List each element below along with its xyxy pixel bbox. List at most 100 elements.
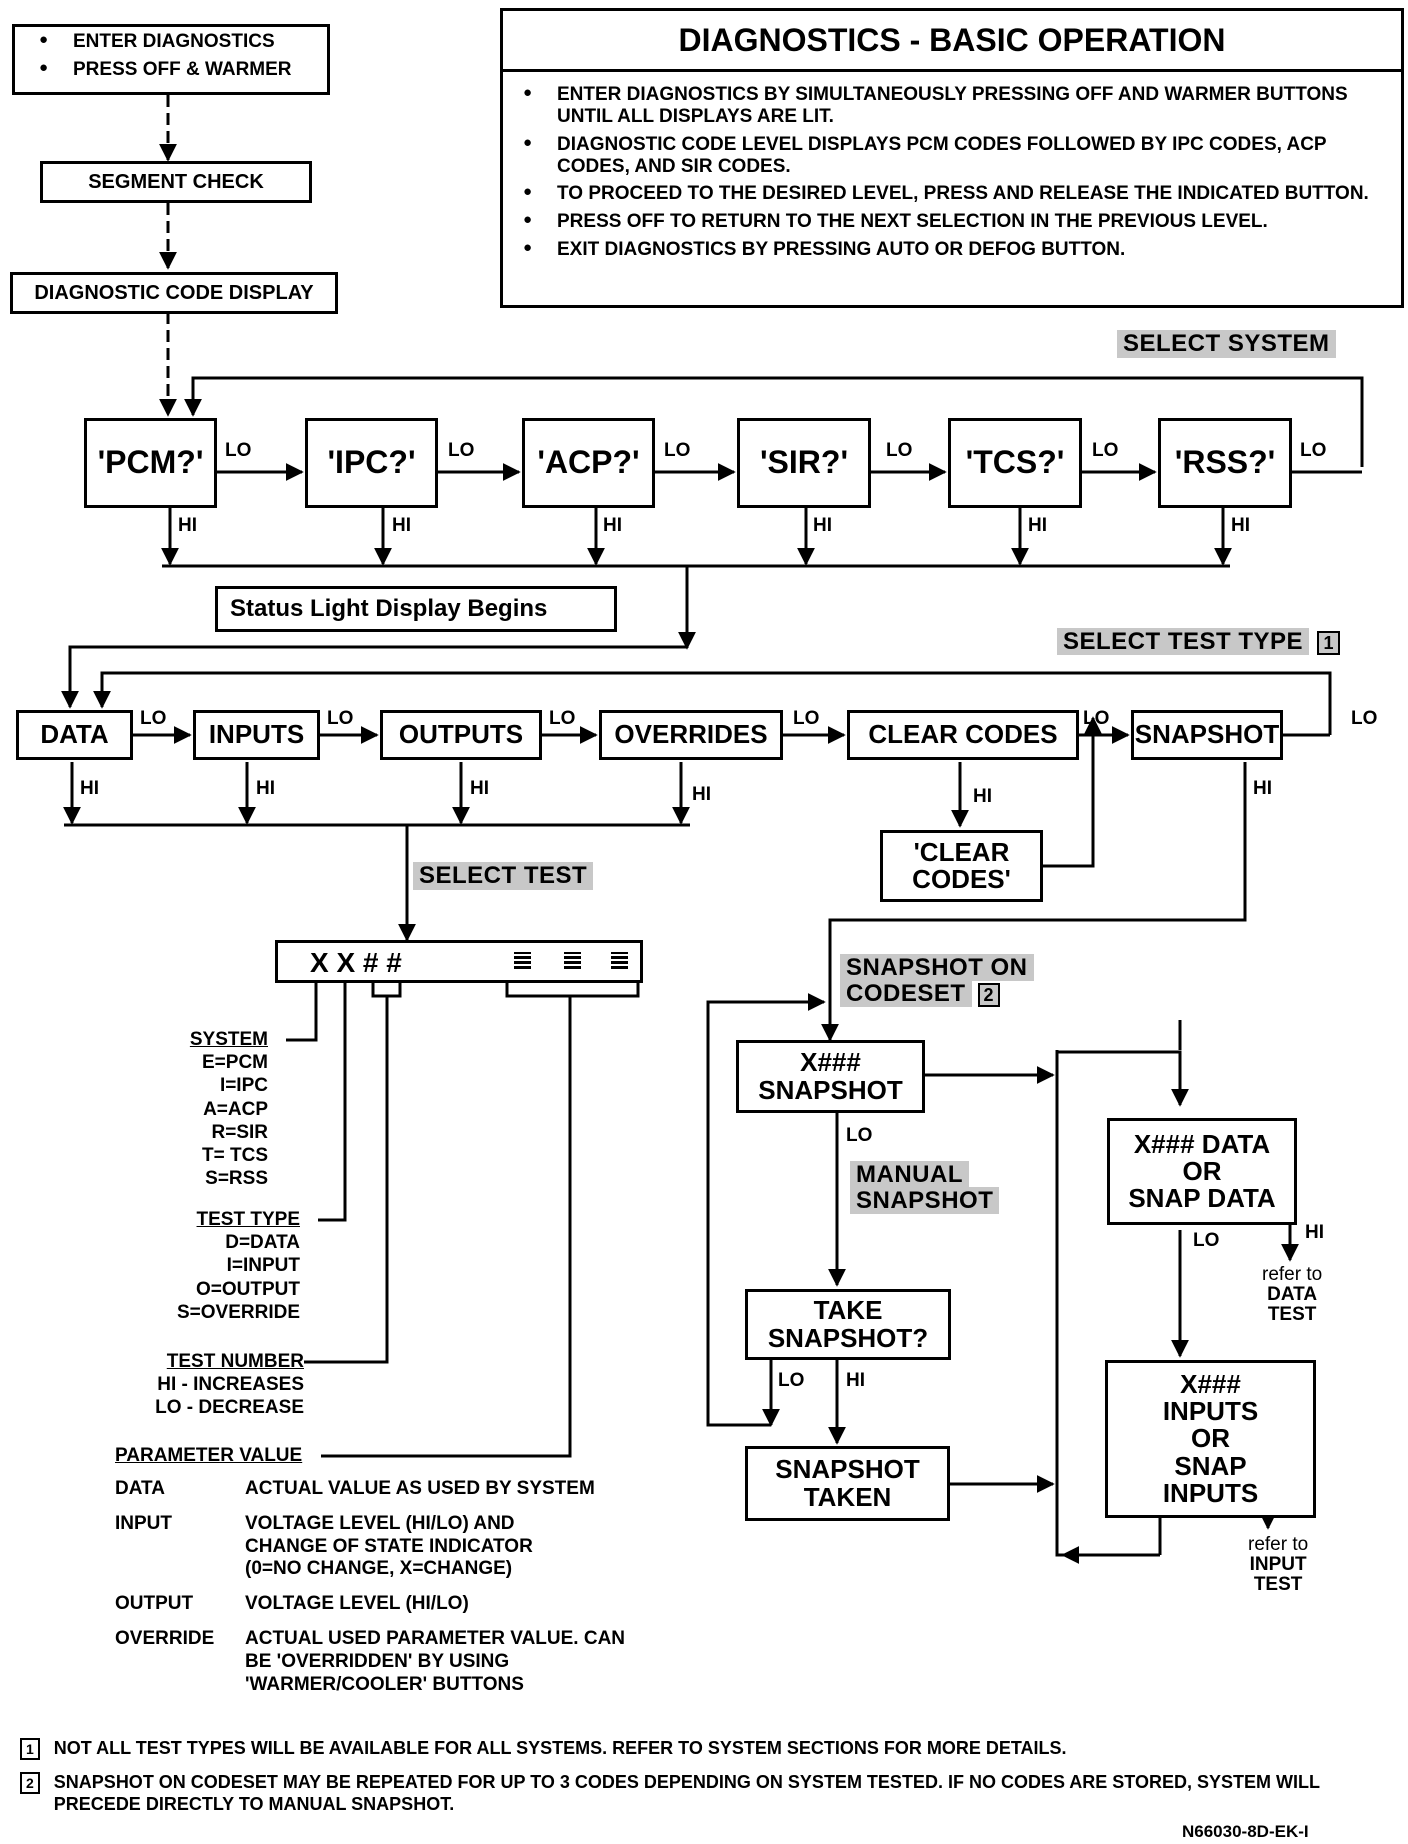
test-type-overrides-label: OVERRIDES bbox=[614, 719, 768, 750]
lo-label: LO bbox=[1351, 708, 1378, 729]
note-marker-1: 1 bbox=[1317, 631, 1340, 655]
legend-test-number: TEST NUMBER HI - INCREASES LO - DECREASE bbox=[120, 1350, 304, 1420]
note-marker-2: 2 bbox=[977, 983, 1001, 1008]
lo-label: LO bbox=[886, 440, 913, 461]
segment-check-box: SEGMENT CHECK bbox=[40, 161, 312, 203]
refer-data-line-1: refer to bbox=[1262, 1264, 1323, 1285]
legend-system-title: SYSTEM bbox=[189, 1029, 268, 1050]
snapshot-taken-box: SNAPSHOT TAKEN bbox=[745, 1446, 950, 1521]
lo-label: LO bbox=[448, 440, 475, 461]
snapshot-on-codeset-line-2: CODESET bbox=[840, 980, 972, 1008]
parameter-row: OVERRIDE ACTUAL USED PARAMETER VALUE. CA… bbox=[115, 1628, 655, 1696]
hi-label: HI bbox=[813, 515, 832, 536]
take-snapshot-line-2: SNAPSHOT? bbox=[767, 1322, 929, 1353]
system-acp-label: 'ACP?' bbox=[537, 444, 640, 481]
lo-label: LO bbox=[846, 1125, 873, 1146]
parameter-value: ACTUAL VALUE AS USED BY SYSTEM bbox=[245, 1478, 595, 1499]
parameter-value: VOLTAGE LEVEL (HI/LO) AND CHANGE OF STAT… bbox=[245, 1512, 533, 1580]
diagnostic-code-display-box: DIAGNOSTIC CODE DISPLAY bbox=[10, 272, 338, 314]
lo-label: LO bbox=[1092, 440, 1119, 461]
system-rss-box: 'RSS?' bbox=[1158, 418, 1292, 508]
x-inputs-line-4: SNAP bbox=[1174, 1450, 1247, 1481]
basic-item-5: EXIT DIAGNOSTICS BY PRESSING AUTO OR DEF… bbox=[523, 239, 1371, 261]
basic-operation-box: DIAGNOSTICS - BASIC OPERATION ENTER DIAG… bbox=[500, 8, 1404, 308]
system-acp-box: 'ACP?' bbox=[522, 418, 655, 508]
legend-test-type-item: O=OUTPUT bbox=[196, 1278, 300, 1300]
parameter-key: OVERRIDE bbox=[115, 1627, 215, 1649]
hi-label: HI bbox=[178, 515, 197, 536]
clear-codes-line-1: 'CLEAR bbox=[913, 836, 1010, 867]
x-snapshot-line-2: SNAPSHOT bbox=[758, 1074, 903, 1105]
code-display-window: X X # # bbox=[275, 940, 643, 983]
legend-test-type-title: TEST TYPE bbox=[196, 1209, 300, 1230]
test-type-snapshot-label: SNAPSHOT bbox=[1134, 719, 1280, 750]
legend-system-item: R=SIR bbox=[211, 1121, 269, 1143]
hi-label: HI bbox=[80, 778, 99, 799]
segment-digit-icon bbox=[611, 952, 628, 969]
hi-label: HI bbox=[846, 1370, 865, 1391]
basic-item-1: ENTER DIAGNOSTICS BY SIMULTANEOUSLY PRES… bbox=[523, 84, 1371, 128]
hi-label: HI bbox=[603, 515, 622, 536]
legend-system-item: S=RSS bbox=[205, 1168, 268, 1190]
basic-item-3: TO PROCEED TO THE DESIRED LEVEL, PRESS A… bbox=[523, 183, 1371, 205]
legend-system-item: T= TCS bbox=[202, 1144, 268, 1166]
parameter-key: DATA bbox=[115, 1478, 165, 1499]
test-type-outputs-label: OUTPUTS bbox=[398, 719, 524, 750]
refer-input-line-3: TEST bbox=[1253, 1573, 1303, 1595]
refer-data-note: refer to DATA TEST bbox=[1262, 1265, 1322, 1325]
code-display-text: X X # # bbox=[310, 947, 402, 978]
segment-digit-icon bbox=[514, 952, 531, 969]
x-inputs-line-1: X### bbox=[1180, 1368, 1241, 1399]
take-snapshot-line-1: TAKE bbox=[813, 1295, 883, 1326]
basic-operation-title: DIAGNOSTICS - BASIC OPERATION bbox=[503, 11, 1401, 72]
snapshot-taken-line-2: TAKEN bbox=[803, 1481, 892, 1512]
x-snapshot-line-1: X### bbox=[800, 1047, 861, 1078]
parameter-value: VOLTAGE LEVEL (HI/LO) bbox=[245, 1593, 469, 1615]
system-pcm-box: 'PCM?' bbox=[84, 418, 217, 508]
legend-parameter-title: PARAMETER VALUE bbox=[115, 1445, 303, 1466]
legend-test-type-item: S=OVERRIDE bbox=[176, 1301, 300, 1323]
snapshot-taken-line-1: SNAPSHOT bbox=[775, 1454, 920, 1485]
test-type-data-box: DATA bbox=[16, 710, 133, 760]
x-data-line-1: X### DATA bbox=[1133, 1128, 1271, 1159]
x-data-line-3: SNAP DATA bbox=[1128, 1183, 1276, 1214]
footnote-1-text: NOT ALL TEST TYPES WILL BE AVAILABLE FOR… bbox=[53, 1738, 1067, 1758]
lo-label: LO bbox=[225, 440, 252, 461]
system-sir-label: 'SIR?' bbox=[759, 444, 849, 481]
parameter-table: DATA ACTUAL VALUE AS USED BY SYSTEM INPU… bbox=[115, 1478, 655, 1696]
system-pcm-label: 'PCM?' bbox=[97, 444, 204, 481]
parameter-row: DATA ACTUAL VALUE AS USED BY SYSTEM bbox=[115, 1478, 655, 1501]
test-type-data-label: DATA bbox=[40, 719, 109, 750]
hi-label: HI bbox=[692, 784, 711, 805]
lo-label: LO bbox=[793, 708, 820, 729]
diagnostic-code-display-label: DIAGNOSTIC CODE DISPLAY bbox=[34, 281, 314, 304]
segment-digit-icon bbox=[564, 952, 581, 969]
footnote-1-marker: 1 bbox=[20, 1738, 40, 1760]
x-data-line-2: OR bbox=[1182, 1155, 1222, 1186]
lo-label: LO bbox=[327, 708, 354, 729]
select-test-type-text: SELECT TEST TYPE bbox=[1057, 628, 1310, 655]
test-type-snapshot-box: SNAPSHOT bbox=[1131, 710, 1283, 760]
snapshot-on-codeset-line-1: SNAPSHOT ON bbox=[840, 954, 1034, 981]
legend-test-type: TEST TYPE D=DATA I=INPUT O=OUTPUT S=OVER… bbox=[150, 1208, 300, 1324]
select-test-label: SELECT TEST bbox=[413, 862, 594, 890]
segment-check-label: SEGMENT CHECK bbox=[88, 170, 264, 193]
system-ipc-label: 'IPC?' bbox=[327, 444, 416, 481]
entry-item-1: ENTER DIAGNOSTICS bbox=[39, 31, 327, 53]
hi-label: HI bbox=[470, 778, 489, 799]
manual-snapshot-line-2: SNAPSHOT bbox=[850, 1187, 1000, 1215]
document-id: N66030-8D-EK-I bbox=[1182, 1822, 1309, 1841]
footnote-2-text: SNAPSHOT ON CODESET MAY BE REPEATED FOR … bbox=[53, 1772, 1320, 1814]
take-snapshot-box: TAKE SNAPSHOT? bbox=[745, 1289, 951, 1360]
x-inputs-box: X### INPUTS OR SNAP INPUTS bbox=[1105, 1360, 1316, 1518]
hi-label: HI bbox=[1231, 515, 1250, 536]
refer-input-note: refer to INPUT TEST bbox=[1248, 1535, 1308, 1595]
status-light-box: Status Light Display Begins bbox=[215, 586, 617, 632]
select-system-label: SELECT SYSTEM bbox=[1117, 330, 1336, 358]
legend-test-number-title: TEST NUMBER bbox=[166, 1351, 304, 1372]
entry-item-2: PRESS OFF & WARMER bbox=[39, 59, 327, 81]
x-inputs-line-2: INPUTS bbox=[1162, 1396, 1259, 1427]
lo-label: LO bbox=[1300, 440, 1327, 461]
hi-label: HI bbox=[1305, 1222, 1324, 1243]
